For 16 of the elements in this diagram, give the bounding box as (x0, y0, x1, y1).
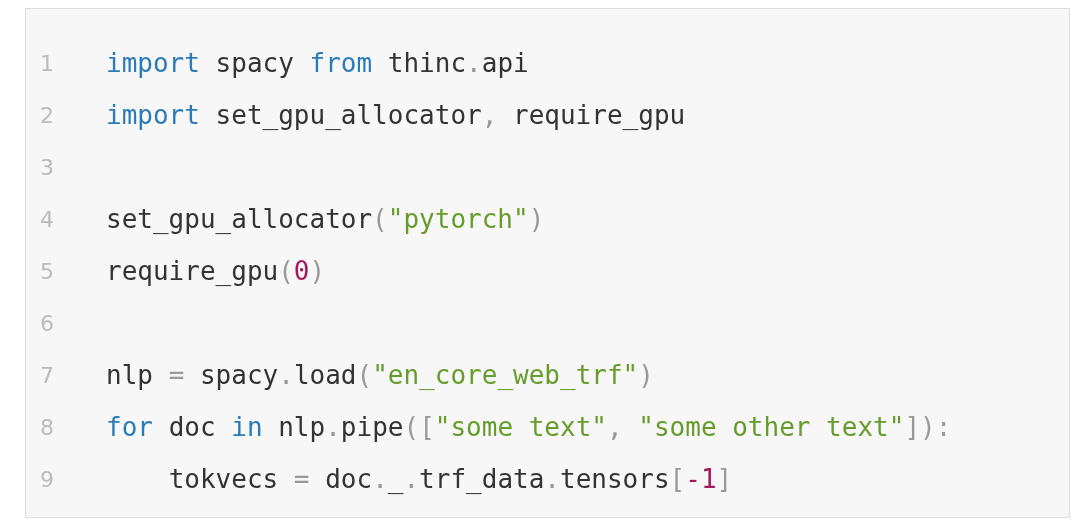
code-line: import spacy from thinc.api (106, 47, 529, 79)
line-number: 3 (39, 153, 55, 182)
line-number: 9 (39, 465, 55, 494)
line-number: 4 (39, 205, 55, 234)
code-line: nlp = spacy.load("en_core_web_trf") (106, 359, 654, 391)
line-number: 2 (39, 101, 55, 130)
line-number: 5 (39, 257, 55, 286)
line-number: 8 (39, 413, 55, 442)
code-line: import set_gpu_allocator, require_gpu (106, 99, 686, 131)
code-line: tokvecs = doc._.trf_data.tensors[-1] (167, 463, 733, 495)
code-line: require_gpu(0) (106, 255, 326, 287)
code-line: for doc in nlp.pipe(["some text", "some other text"]): (106, 411, 952, 443)
line-number: 6 (39, 309, 55, 338)
line-number: 1 (39, 49, 55, 78)
line-number: 7 (39, 361, 55, 390)
code-line: set_gpu_allocator("pytorch") (106, 203, 545, 235)
